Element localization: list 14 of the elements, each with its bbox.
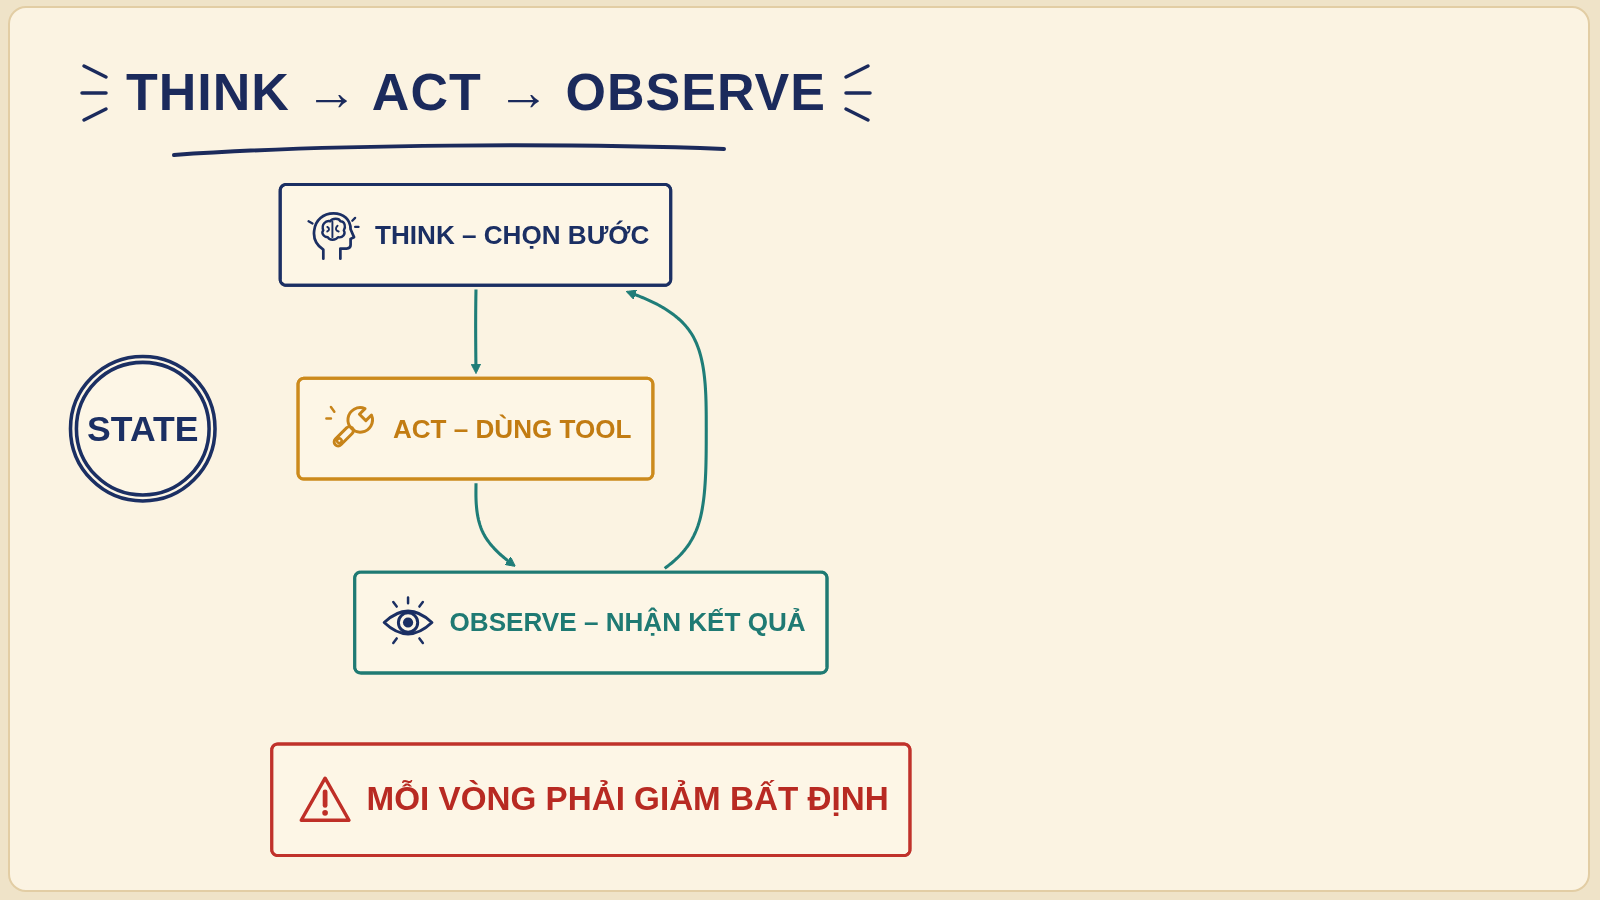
arrow <box>474 483 516 567</box>
title: THINK → ACT → OBSERVE <box>126 64 826 122</box>
step-box <box>352 570 829 675</box>
state-circle <box>68 354 217 503</box>
arrow <box>470 289 481 375</box>
warning-text: MỖI VÒNG PHẢI GIẢM BẤT ĐỊNH <box>366 779 889 820</box>
warning-banner <box>270 742 912 857</box>
step-text: OBSERVE – NHẬN KẾT QUẢ <box>449 606 806 640</box>
step-text: ACT – DÙNG TOOL <box>392 412 632 446</box>
step-text: THINK – CHỌN BƯỚC <box>374 219 650 252</box>
state-text: STATE <box>86 408 199 451</box>
arrow <box>625 289 708 570</box>
step-box <box>278 183 672 287</box>
step-box <box>296 376 655 481</box>
